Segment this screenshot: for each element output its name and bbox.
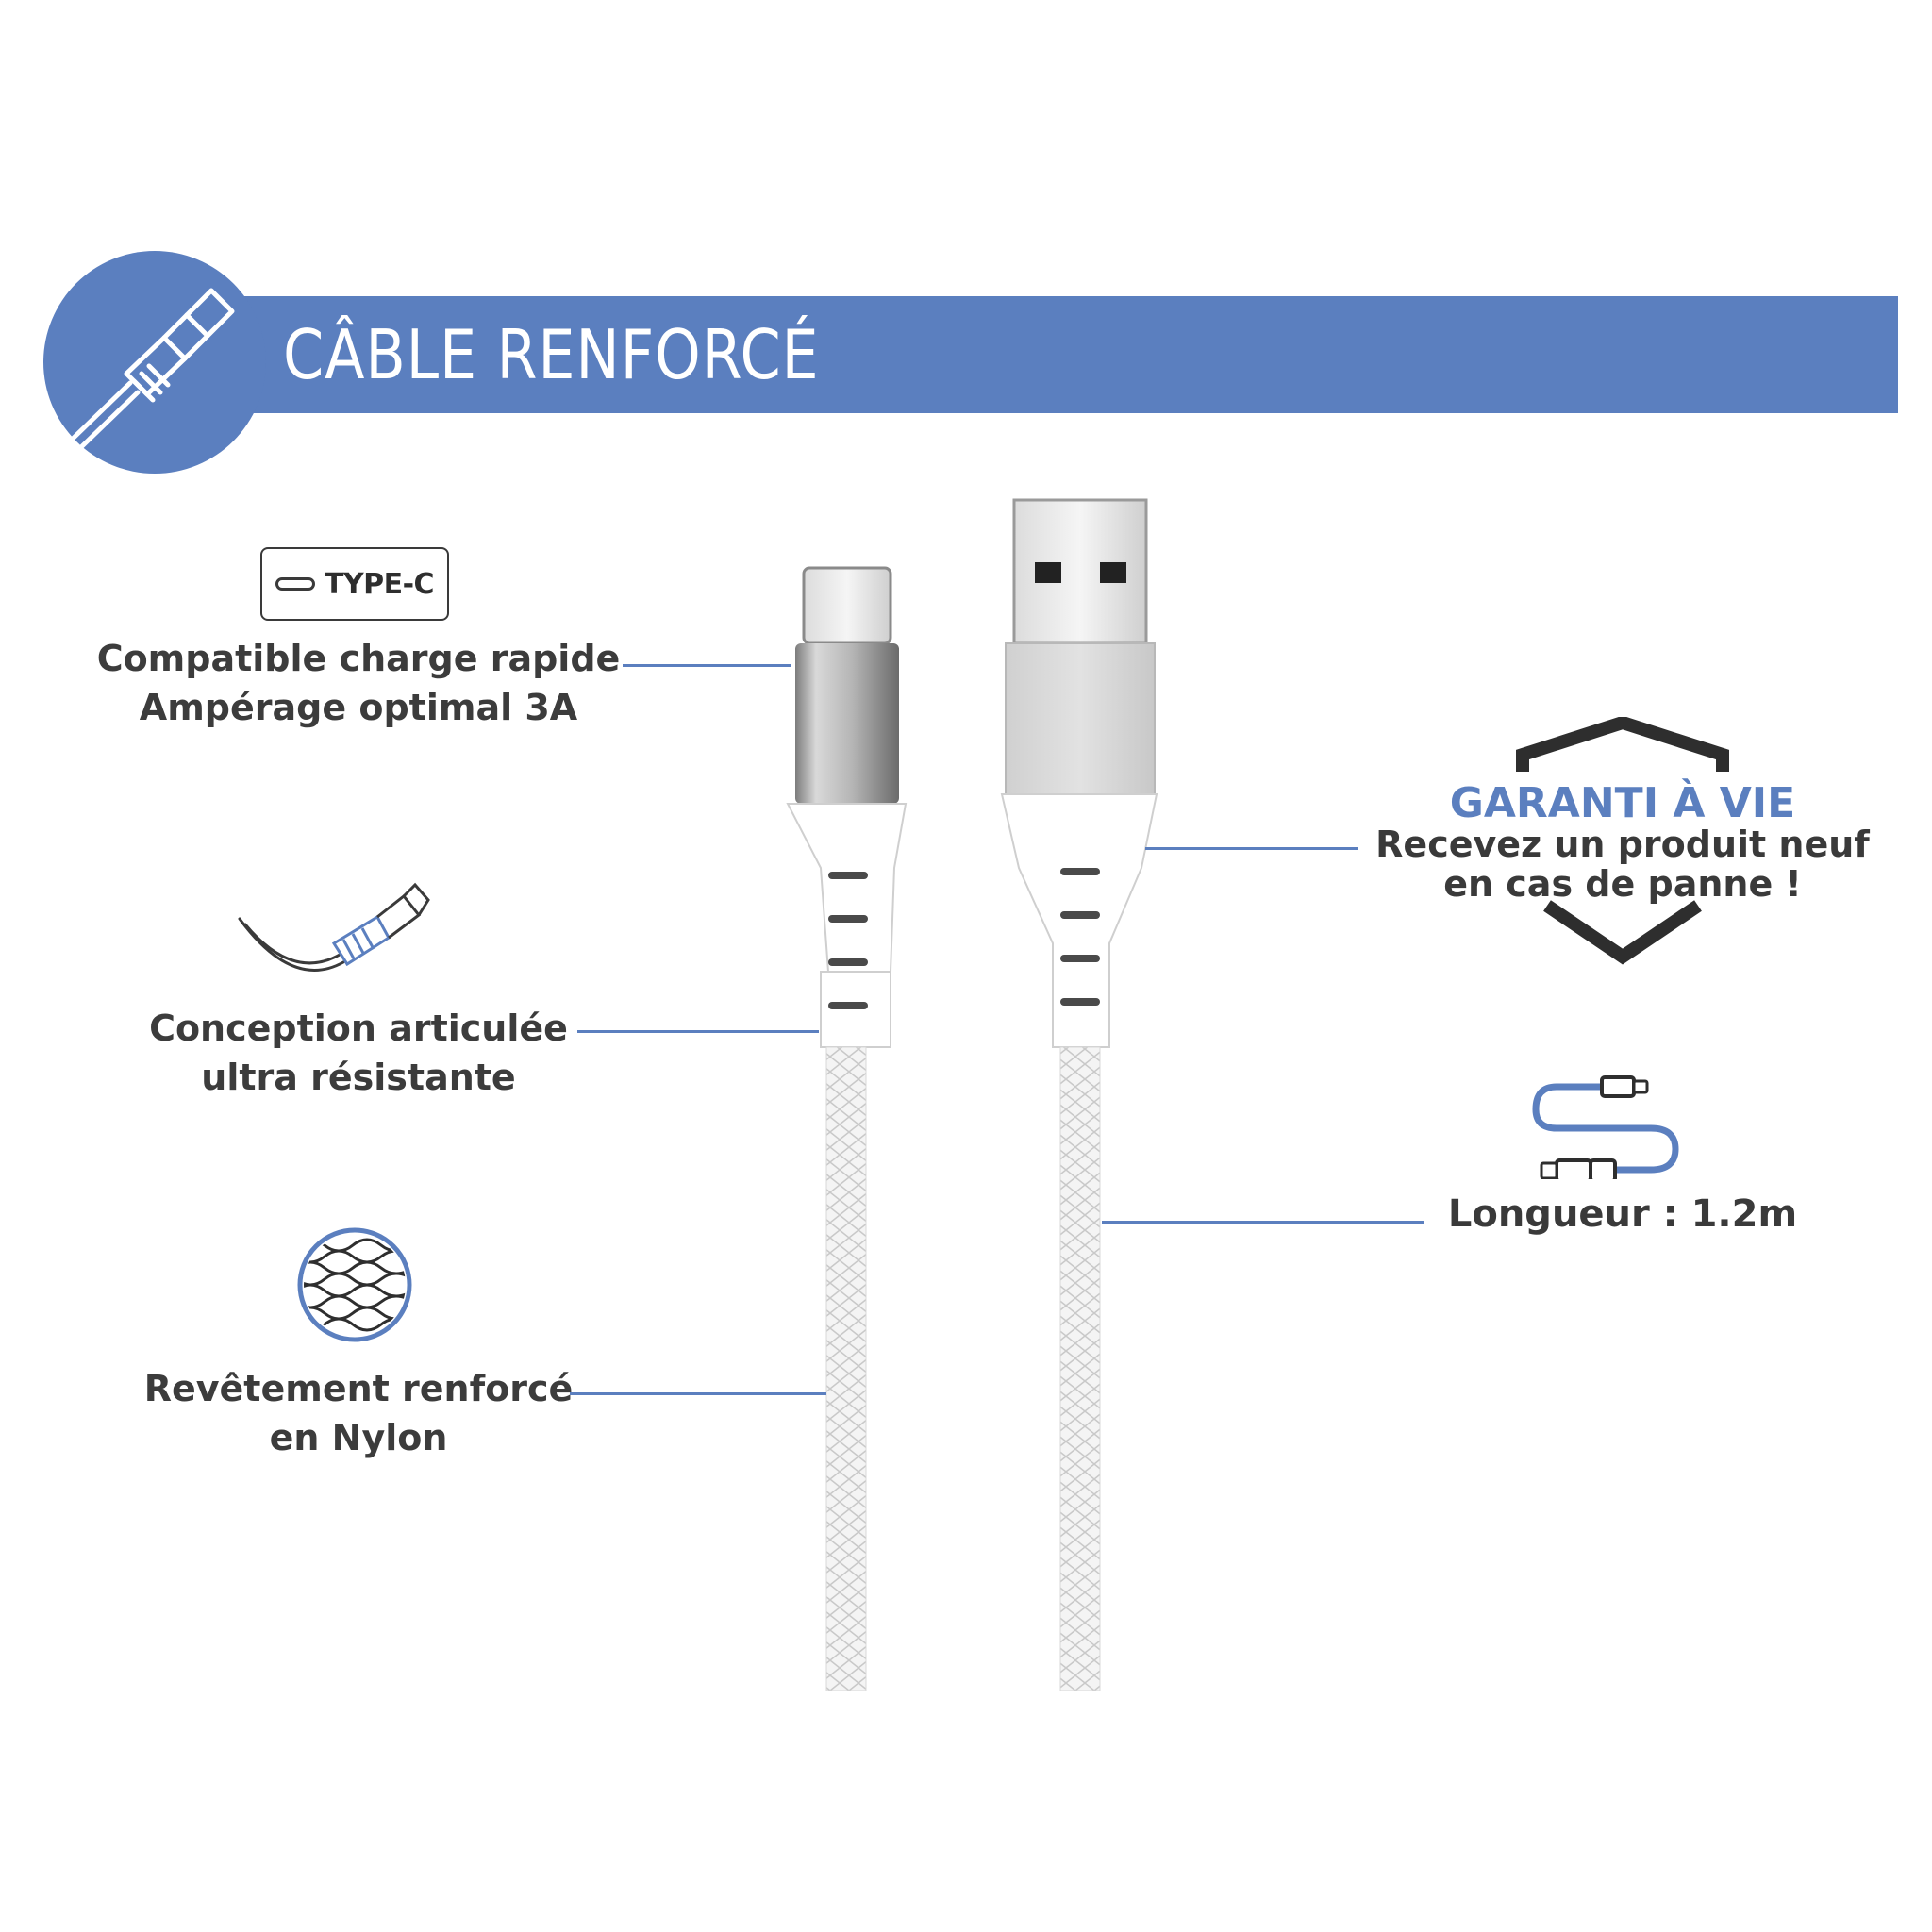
guarantee-title: GARANTI À VIE (1449, 779, 1796, 827)
callout-line (570, 1392, 826, 1395)
feature-line: Conception articulée (149, 1008, 568, 1049)
callout-line (1145, 847, 1358, 850)
type-c-connector (786, 566, 908, 1691)
feature-line: Recevez un produit neuf (1375, 824, 1870, 865)
usb-type-c-badge-icon (275, 577, 315, 591)
page-title: CÂBLE RENFORCÉ (283, 315, 820, 394)
callout-line (577, 1030, 819, 1033)
feature-nylon: Revêtement renforcé en Nylon (113, 1364, 604, 1462)
shield-icon (1516, 717, 1729, 965)
articulated-cable-icon (238, 882, 430, 972)
feature-articulated: Conception articulée ultra résistante (113, 1004, 604, 1102)
cable-icon (69, 288, 235, 450)
usb-a-connector (1000, 498, 1158, 1691)
callout-line (1102, 1221, 1424, 1224)
cable-length-label: Longueur : 1.2m (1447, 1192, 1798, 1236)
type-c-badge: TYPE-C (260, 547, 449, 621)
feature-line: ultra résistante (201, 1057, 516, 1098)
feature-fast-charge: Compatible charge rapide Ampérage optima… (94, 634, 623, 732)
cable-length-icon (1532, 1075, 1679, 1179)
feature-line: en Nylon (269, 1417, 448, 1458)
feature-line: Ampérage optimal 3A (139, 687, 578, 728)
type-c-badge-label: TYPE-C (324, 567, 435, 601)
nylon-mesh-icon (297, 1227, 412, 1342)
feature-line: Compatible charge rapide (96, 638, 621, 679)
feature-line: en cas de panne ! (1443, 863, 1802, 905)
header-badge (43, 251, 266, 474)
header-banner (217, 296, 1898, 413)
feature-line: Revêtement renforcé (143, 1368, 574, 1409)
callout-line (623, 664, 791, 667)
guarantee-text: Recevez un produit neuf en cas de panne … (1358, 824, 1887, 904)
